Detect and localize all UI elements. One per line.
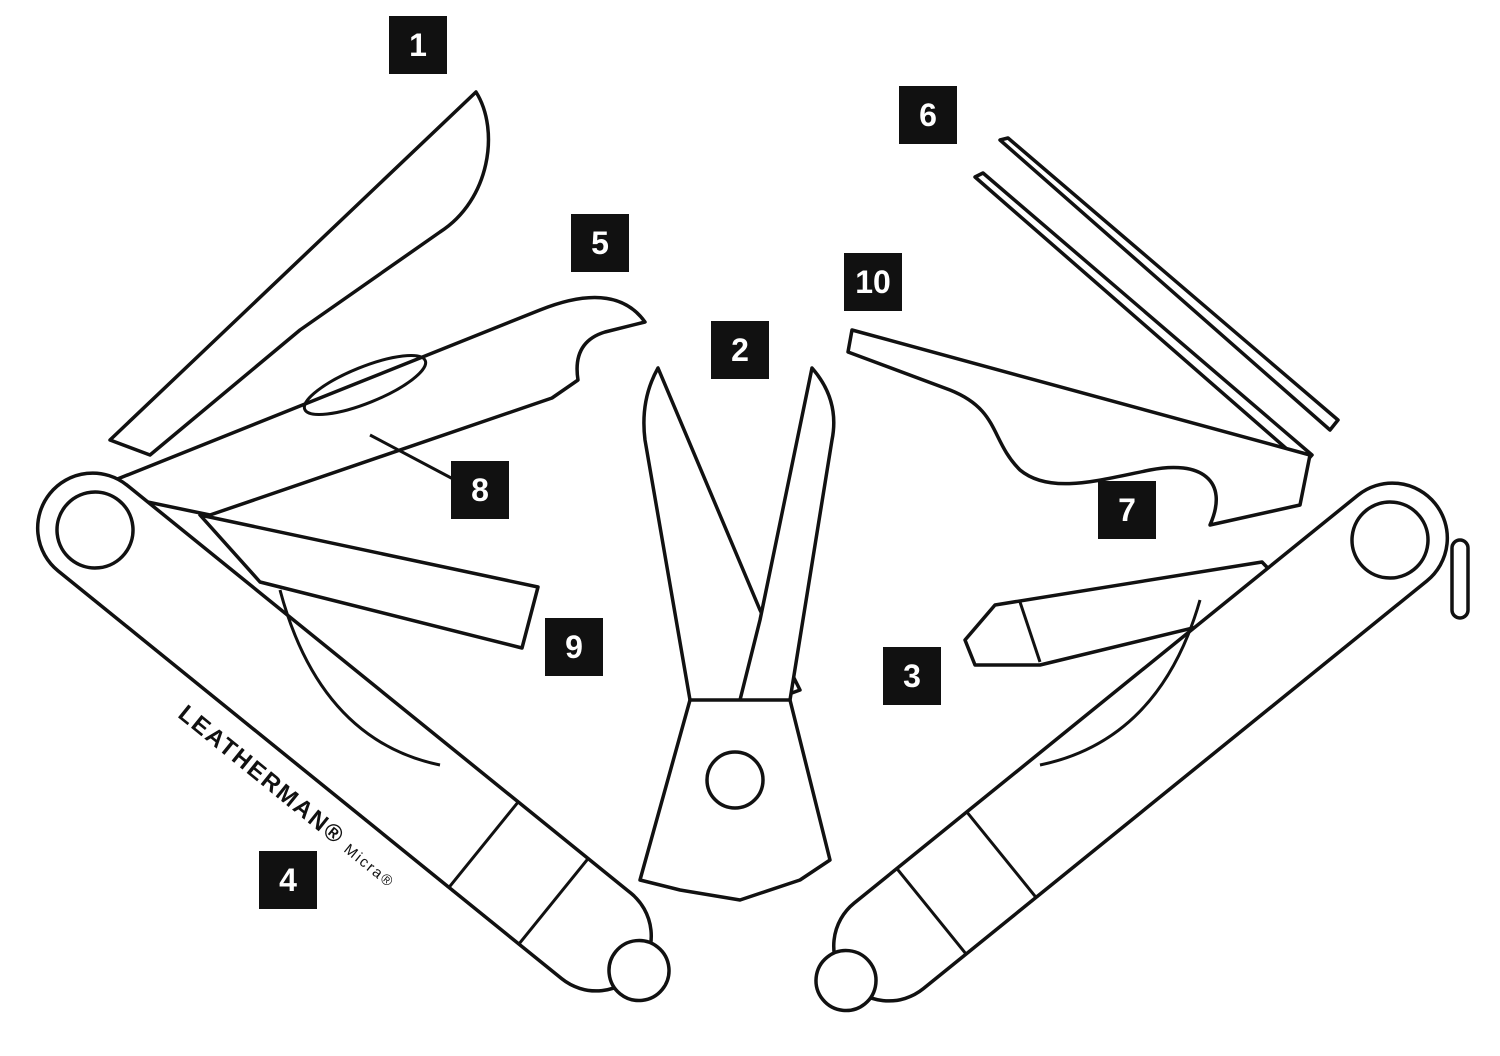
blade-thumb-hole: [302, 353, 428, 417]
left-handle: [35, 471, 671, 1003]
right-handle: [814, 481, 1450, 1013]
leader-line-8: [369, 433, 456, 482]
callout-10: 10: [844, 253, 902, 311]
nail-cleaner-tool: [846, 328, 1312, 527]
scissors: [638, 366, 836, 902]
callout-5: 5: [571, 214, 629, 272]
callout-4: 4: [259, 851, 317, 909]
callout-7: 7: [1098, 481, 1156, 539]
callout-2: 2: [711, 321, 769, 379]
bottle-opener: [88, 295, 647, 517]
key-ring: [1450, 538, 1470, 620]
file: [198, 513, 540, 650]
callout-3: 3: [883, 647, 941, 705]
left-lobe: [278, 589, 441, 767]
right-lobe: [1039, 599, 1202, 767]
callout-1: 1: [389, 16, 447, 74]
callout-9: 9: [545, 618, 603, 676]
tweezers: [973, 136, 1340, 466]
callout-6: 6: [899, 86, 957, 144]
knife-blade: [108, 90, 491, 457]
callout-8: 8: [451, 461, 509, 519]
